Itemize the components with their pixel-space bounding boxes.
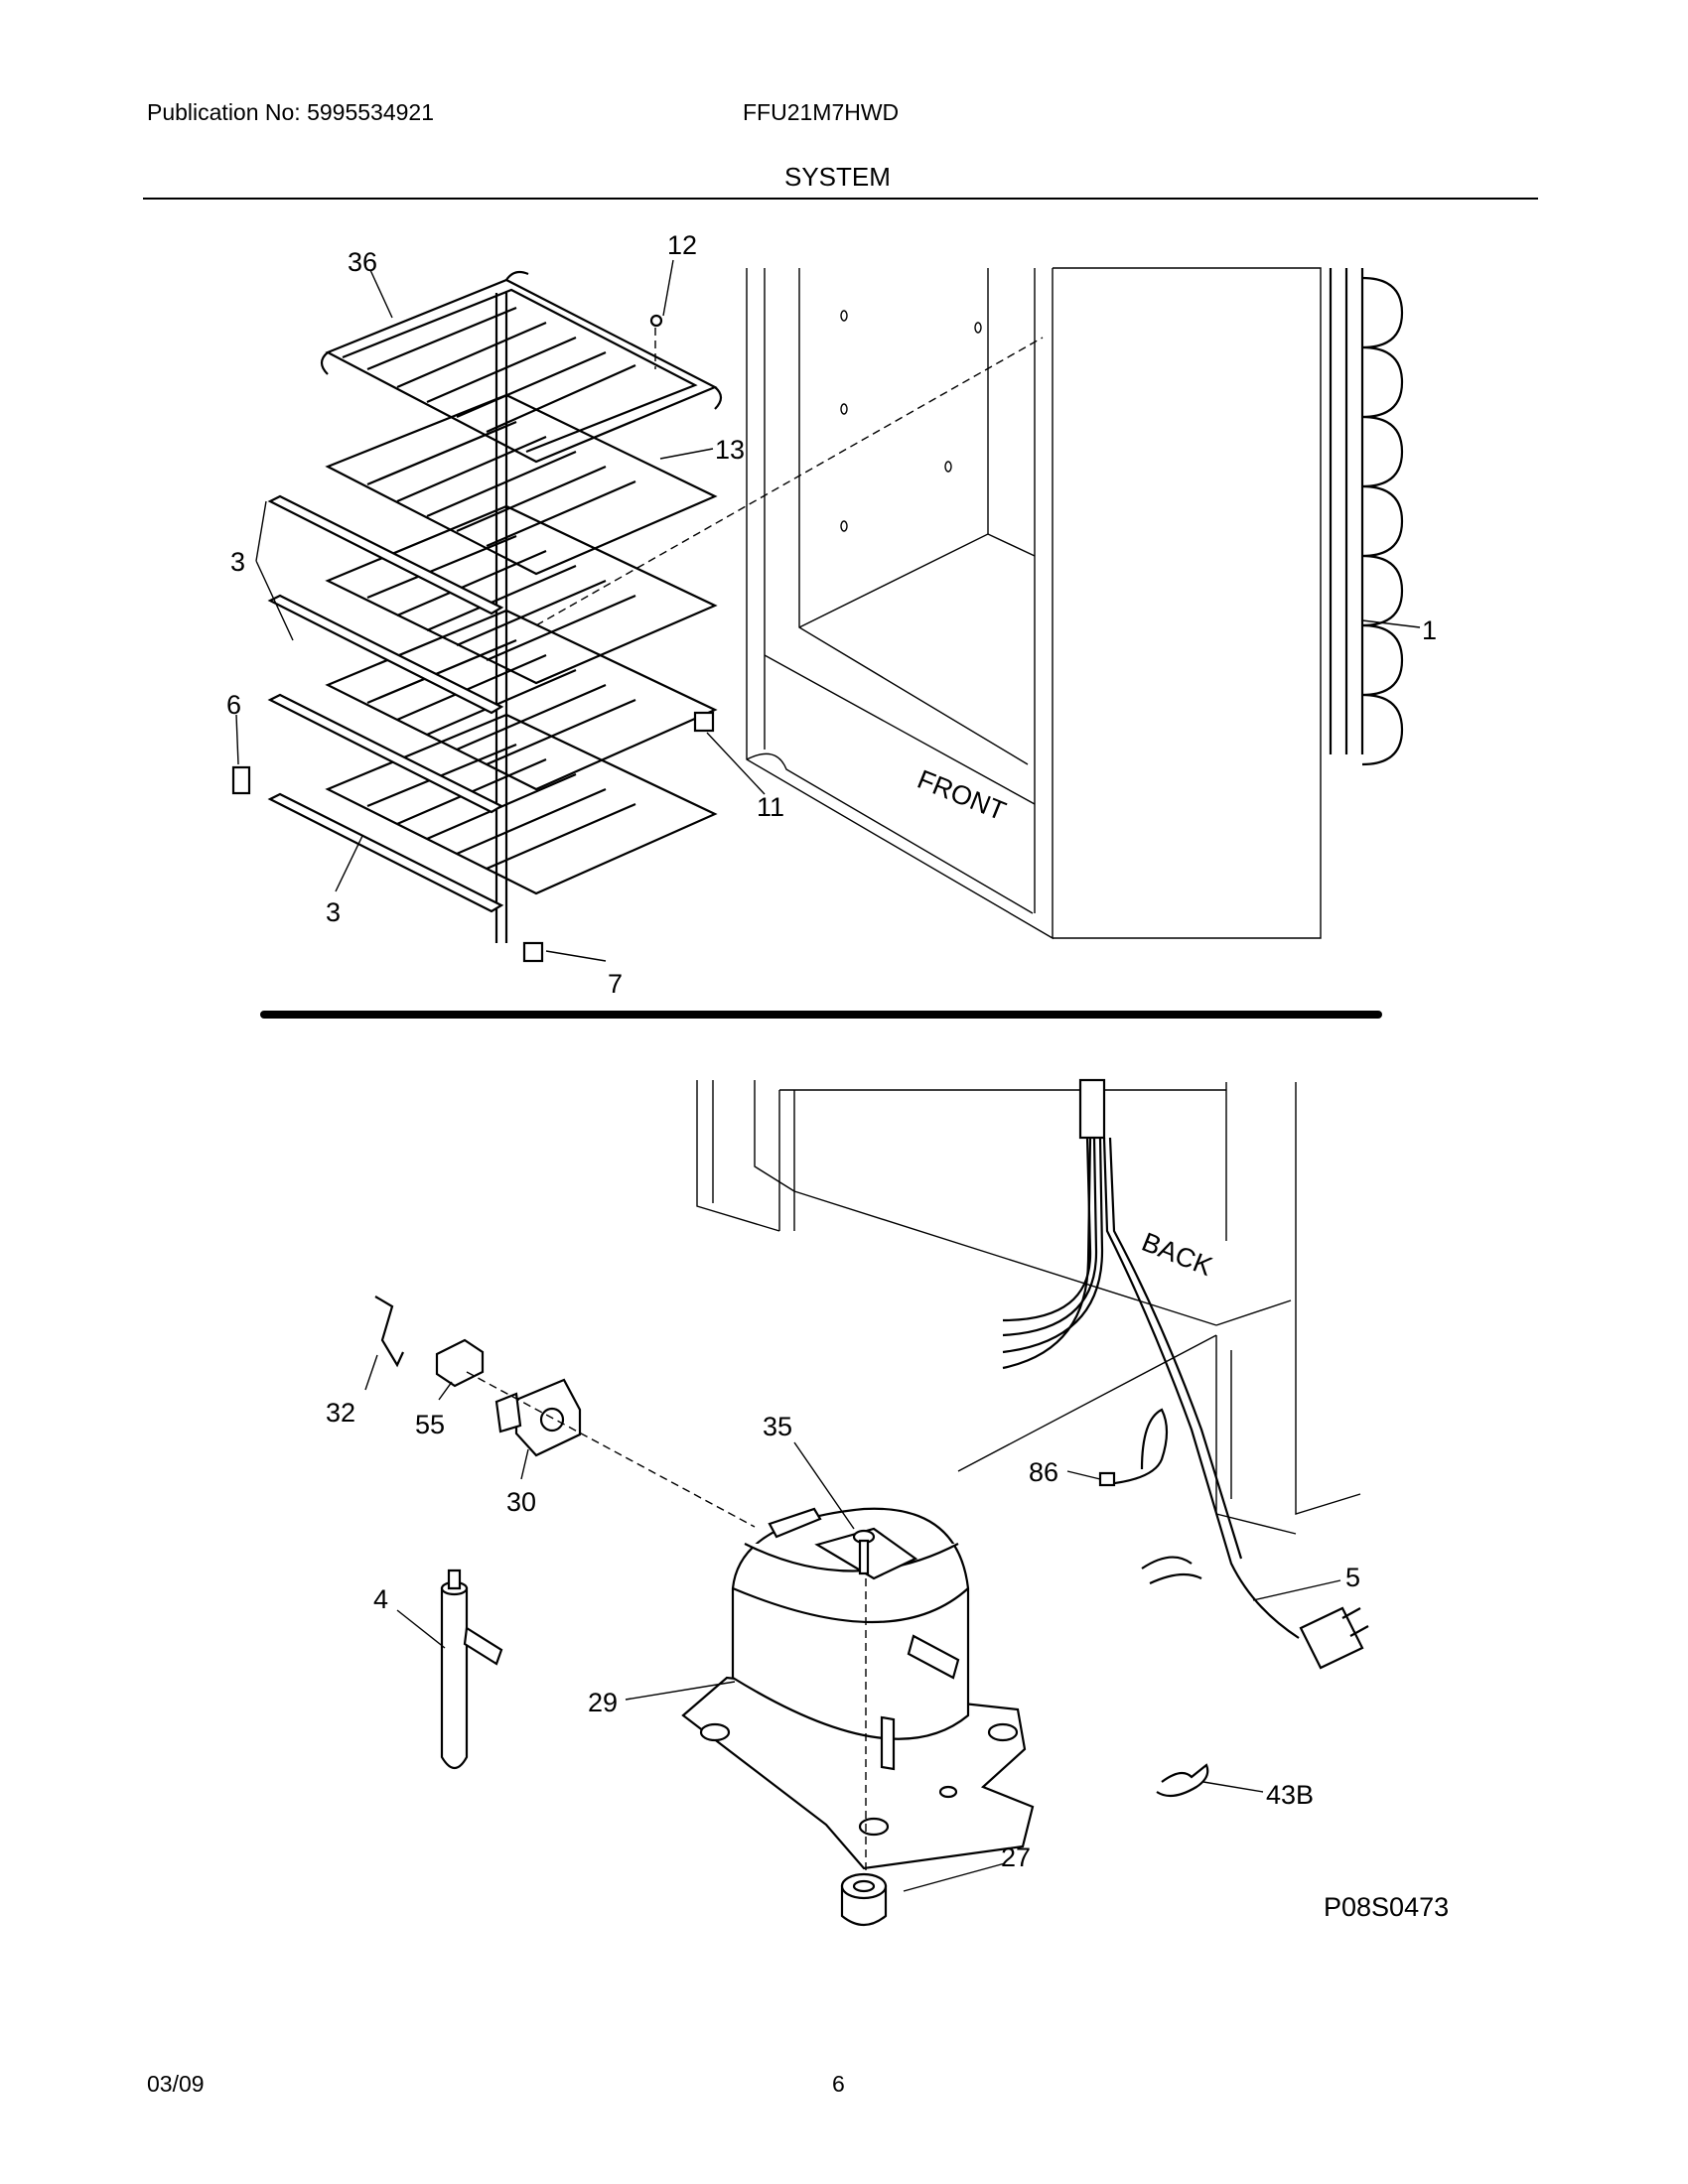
publication-number: Publication No: 5995534921 [147, 99, 435, 125]
header-rule [143, 198, 1538, 200]
callout-6: 6 [226, 690, 241, 720]
footer-date: 03/09 [147, 2071, 205, 2097]
shelf-rail [267, 494, 504, 913]
clip-11-icon [693, 711, 715, 733]
screw-86-icon [1098, 1471, 1116, 1487]
wiring-harness [1002, 1078, 1300, 1639]
callout-11: 11 [757, 792, 784, 822]
screw-35-icon [852, 1529, 876, 1575]
relay-30-icon [494, 1378, 582, 1457]
filter-drier-4-icon [440, 1569, 503, 1770]
callout-29: 29 [588, 1688, 618, 1717]
clip-43b-icon [1156, 1763, 1209, 1798]
clip-6-icon [231, 765, 251, 795]
callout-36: 36 [348, 247, 377, 277]
callout-4: 4 [373, 1584, 388, 1614]
front-label: FRONT [914, 764, 1010, 827]
callout-3-lower: 3 [326, 897, 341, 927]
callout-86: 86 [1029, 1457, 1058, 1487]
clip-32-icon [374, 1296, 404, 1368]
callout-30: 30 [506, 1487, 536, 1517]
model-number: FFU21M7HWD [743, 99, 900, 125]
callout-7: 7 [608, 969, 623, 999]
compressor [681, 1507, 1035, 1870]
section-title: SYSTEM [784, 162, 891, 192]
condenser-coil [1329, 268, 1404, 766]
callout-12: 12 [667, 230, 697, 260]
evaporator-shelf-assembly [231, 270, 723, 963]
callout-32: 32 [326, 1398, 355, 1428]
callout-27: 27 [1001, 1843, 1031, 1872]
screw-12-icon [649, 314, 663, 328]
callout-13: 13 [715, 435, 745, 465]
callout-1: 1 [1422, 615, 1437, 645]
back-label: BACK [1138, 1227, 1216, 1282]
callout-3-upper: 3 [230, 547, 245, 577]
power-cord [1141, 1556, 1369, 1670]
drawing-code: P08S0473 [1324, 1892, 1450, 1922]
callouts-top: 36 12 13 3 6 11 1 3 7 [226, 230, 1437, 999]
cabinet-front-view [746, 267, 1322, 940]
callouts-bottom: 32 55 30 35 86 5 4 29 43B 27 [326, 1398, 1360, 1872]
grommet-27-icon [840, 1872, 888, 1927]
callout-55: 55 [415, 1410, 445, 1439]
section-divider [260, 1011, 1382, 1019]
clip-7-icon [522, 941, 544, 963]
overload-55-icon [435, 1338, 485, 1388]
page-number: 6 [832, 2071, 845, 2097]
callout-5: 5 [1345, 1563, 1360, 1592]
callout-43b: 43B [1266, 1780, 1314, 1810]
callout-35: 35 [763, 1412, 792, 1441]
